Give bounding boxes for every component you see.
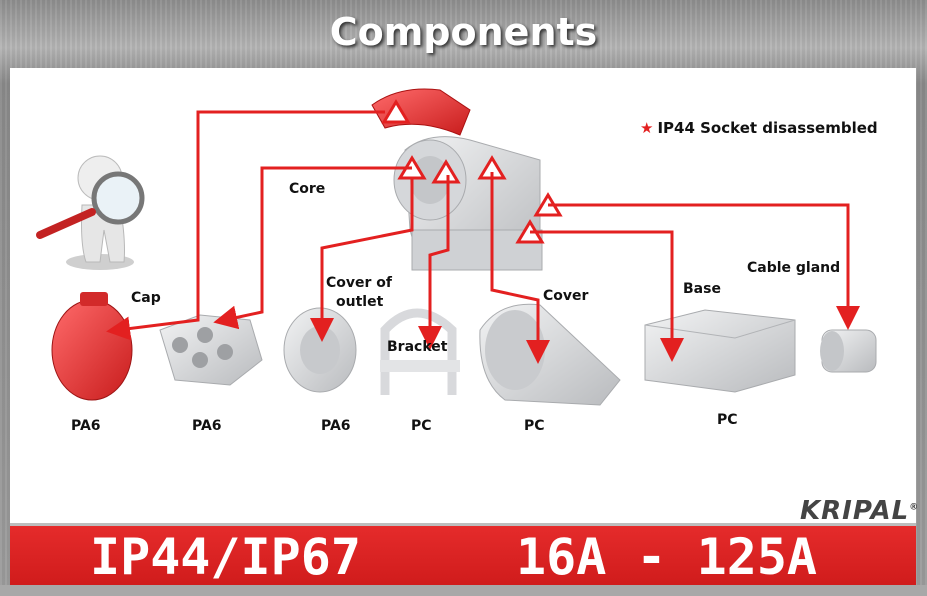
label-cover-of-outlet-line2: outlet (336, 294, 383, 310)
spec-banner: IP44/IP67 16A - 125A (10, 523, 916, 588)
label-cover-of-outlet-line1: Cover of (326, 275, 392, 291)
material-cover: PC (524, 418, 545, 434)
star-icon: ★ (640, 119, 653, 137)
material-base: PC (717, 412, 738, 428)
brand-logo: KRIPAL® (800, 496, 919, 526)
label-base: Base (683, 281, 721, 297)
bottom-strip (0, 585, 927, 596)
label-cable-gland: Cable gland (747, 260, 840, 276)
cover-of-outlet-part-icon (284, 308, 356, 392)
core-part-icon (160, 315, 262, 385)
label-core: Core (289, 181, 325, 197)
cable-gland-part-icon (820, 330, 876, 372)
base-part-icon (645, 310, 795, 392)
material-cap: PA6 (71, 418, 101, 434)
cover-part-icon (480, 304, 620, 405)
label-bracket: Bracket (387, 339, 447, 355)
label-cover: Cover (543, 288, 588, 304)
legend: ★IP44 Socket disassembled (640, 119, 878, 137)
material-cover-of-outlet: PA6 (321, 418, 351, 434)
cap-part-icon (52, 292, 132, 400)
brand-text: KRIPAL (800, 496, 909, 526)
page-title: Components (0, 10, 927, 54)
legend-text: IP44 Socket disassembled (657, 119, 877, 137)
material-core: PA6 (192, 418, 222, 434)
banner-protection: IP44/IP67 (90, 528, 361, 586)
magnifier-figure-icon (40, 156, 142, 270)
material-bracket: PC (411, 418, 432, 434)
label-cap: Cap (131, 290, 161, 306)
banner-current: 16A - 125A (516, 528, 817, 586)
